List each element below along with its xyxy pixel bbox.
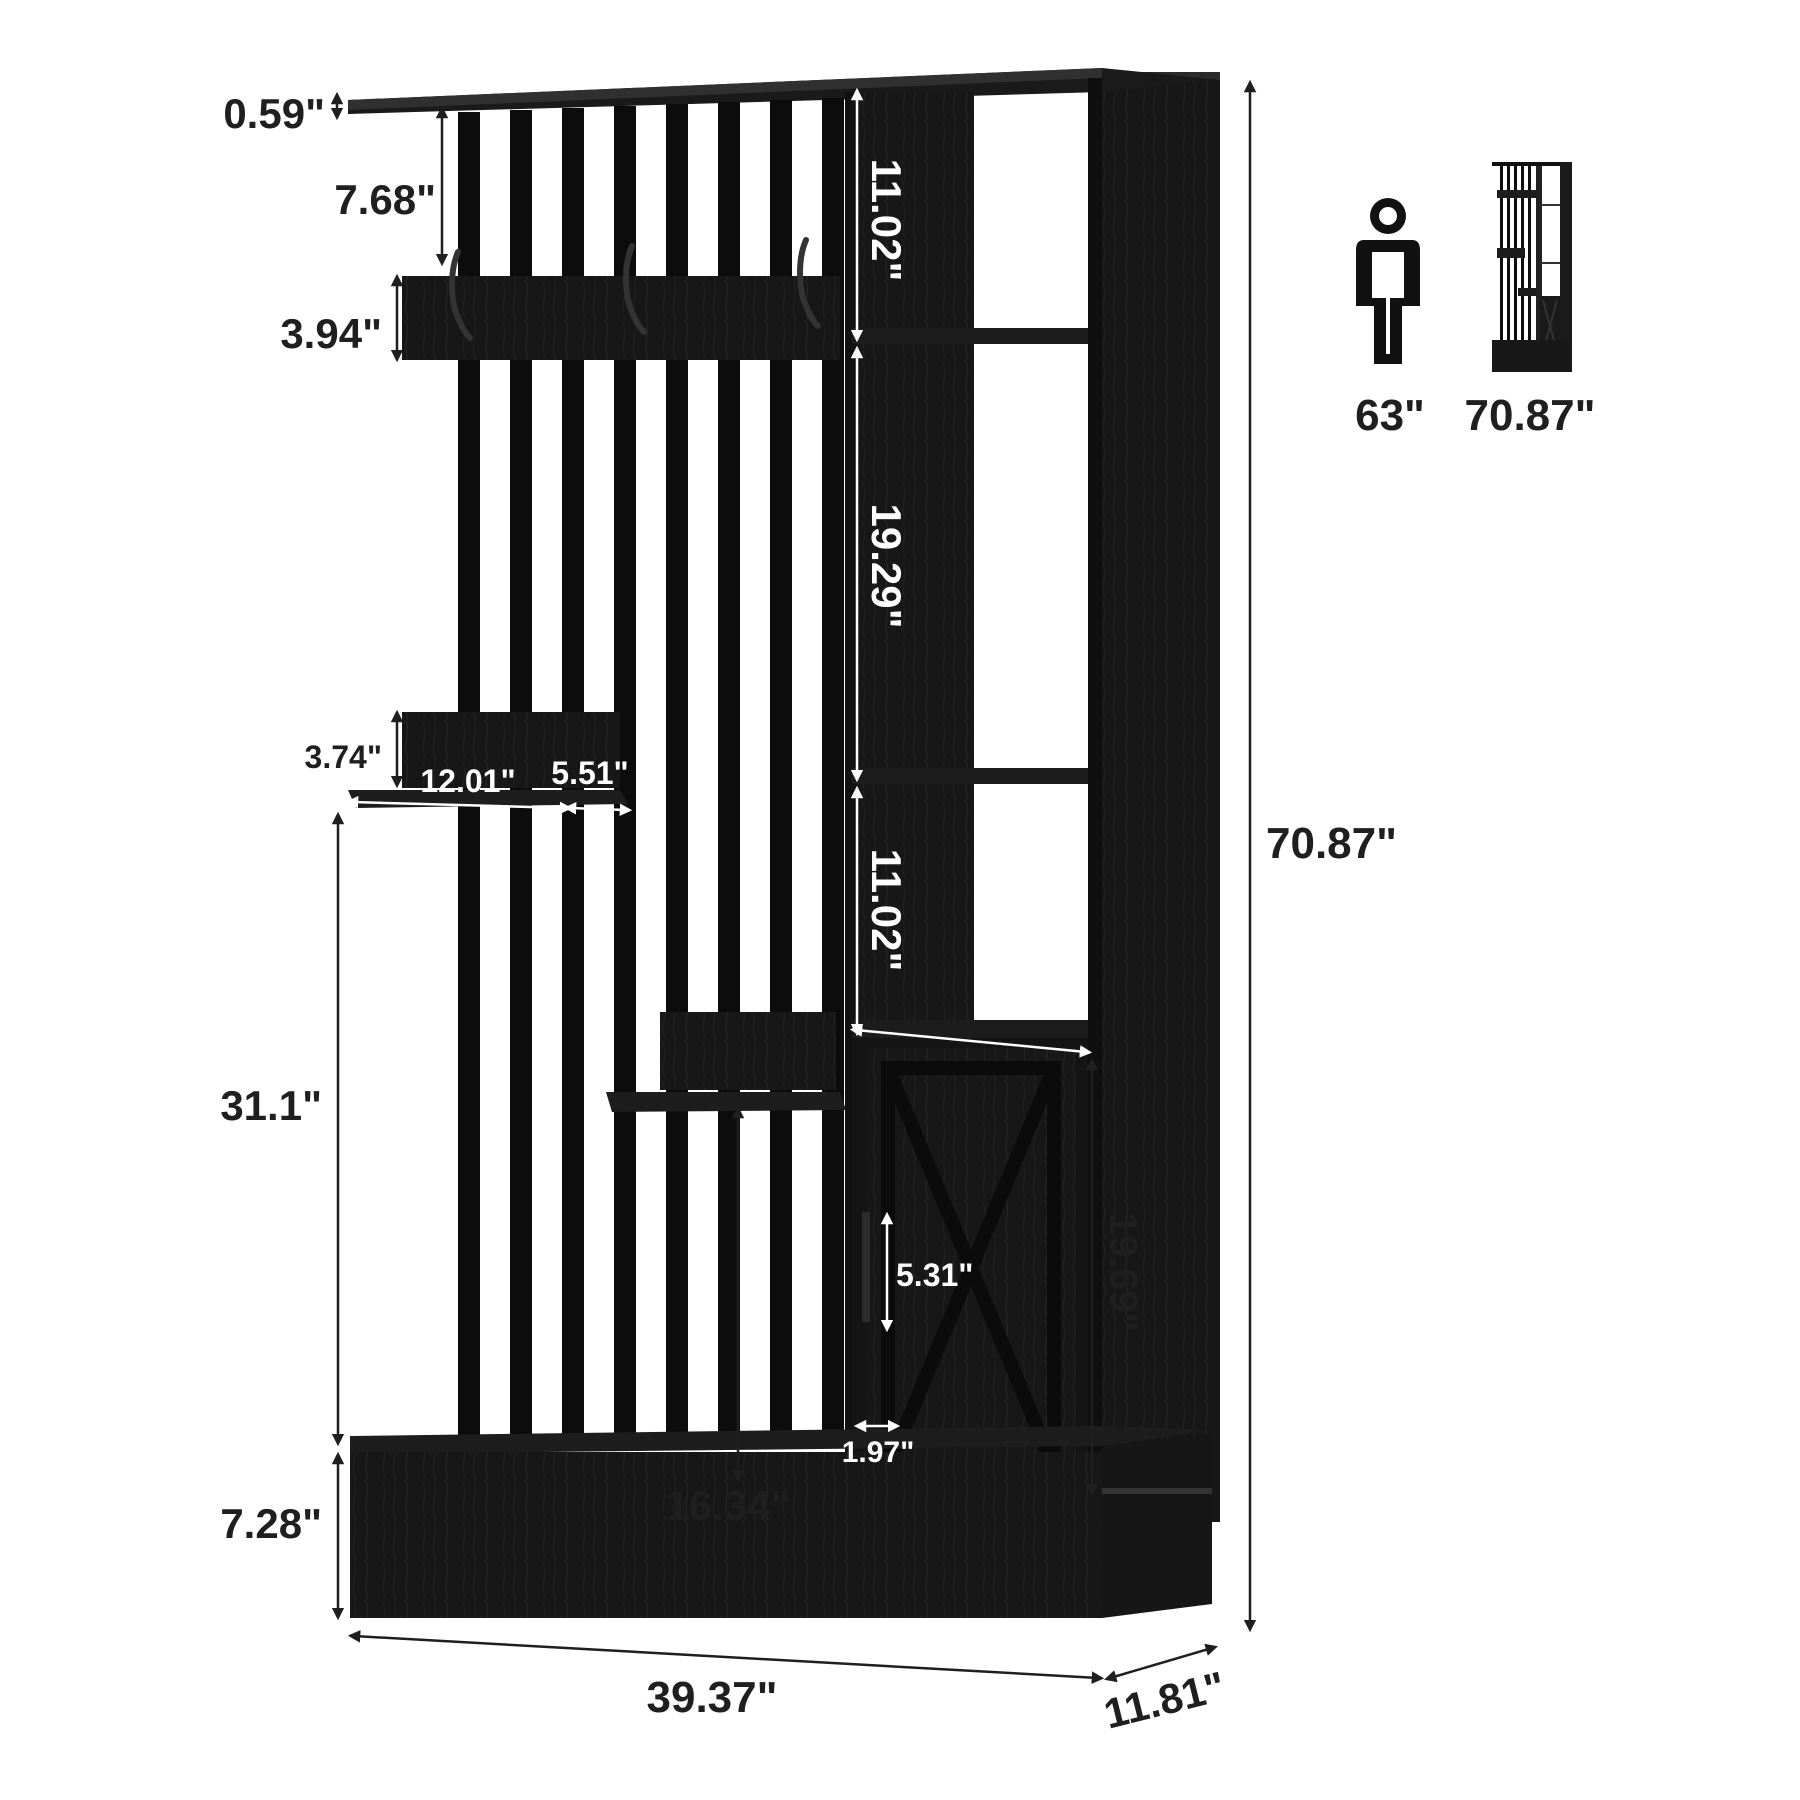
hook-icon <box>449 249 473 341</box>
label-shelf-back: 3.74" <box>305 739 382 775</box>
label-shelf-to-base: 31.1" <box>220 1082 322 1129</box>
dim-line-cabinet-width <box>849 1024 1093 1058</box>
dim-line-total-depth <box>1104 1643 1218 1683</box>
dimension-lines-light <box>345 87 1093 1433</box>
label-total-height: 70.87" <box>1266 819 1397 868</box>
hook-icon <box>623 243 647 335</box>
label-total-depth: 11.81" <box>1099 1662 1229 1737</box>
dim-line-shelf-left <box>345 795 573 815</box>
cube-back-panel <box>852 92 974 1032</box>
hook-icon <box>797 237 821 329</box>
base-top <box>350 1426 1212 1454</box>
base-side <box>1102 1434 1212 1618</box>
label-handle: 5.31" <box>896 1257 973 1293</box>
dim-line-shelf-right <box>563 801 633 817</box>
label-unit-height: 70.87" <box>1465 391 1596 440</box>
person-silhouette-icon <box>1356 198 1420 364</box>
cube-right-edge <box>1088 78 1102 1518</box>
dimension-labels-light: 11.02" 19.29" 11.02" 12.01" 5.51" 5.31" … <box>420 159 973 1469</box>
low-shelf-board <box>606 1092 846 1112</box>
label-top-to-rail: 7.68" <box>334 176 436 223</box>
label-cube-middle: 19.29" <box>863 503 910 628</box>
cube-shelf-3 <box>852 1020 1088 1038</box>
cube-shelf-1 <box>852 328 1088 344</box>
coat-hooks <box>449 237 821 341</box>
label-shelf-right: 5.51" <box>551 755 628 791</box>
hall-tree <box>348 68 1220 1618</box>
label-cabinet-height: 19.69" <box>1101 1212 1145 1331</box>
label-person-height: 63" <box>1355 391 1425 440</box>
base-front <box>350 1452 1102 1618</box>
label-slat-section: 16.34" <box>665 1482 790 1529</box>
side-panel-lower <box>1102 1488 1212 1494</box>
shelf-back <box>402 712 620 788</box>
low-shelf-back <box>660 1012 836 1090</box>
label-total-width: 39.37" <box>647 1673 778 1722</box>
dim-line-total-width <box>347 1630 1105 1684</box>
cube-shelf-2 <box>852 768 1088 784</box>
label-rail-height: 3.94" <box>280 310 382 357</box>
label-cube-top: 11.02" <box>863 159 910 282</box>
label-shelf-left: 12.01" <box>420 763 515 799</box>
label-door-frame: 1.97" <box>842 1436 915 1469</box>
scale-reference: 63" 70.87" <box>1355 162 1595 440</box>
label-top-thickness: 0.59" <box>223 90 325 137</box>
side-panel-front <box>1102 72 1220 1522</box>
hall-tree-thumbnail-icon <box>1492 162 1572 372</box>
dimension-lines <box>330 79 1257 1684</box>
label-cube-lower: 11.02" <box>863 849 910 972</box>
top-board-edge <box>348 68 1102 110</box>
label-base-height: 7.28" <box>220 1500 322 1547</box>
door-handle <box>862 1212 870 1322</box>
hook-rail <box>402 276 840 360</box>
